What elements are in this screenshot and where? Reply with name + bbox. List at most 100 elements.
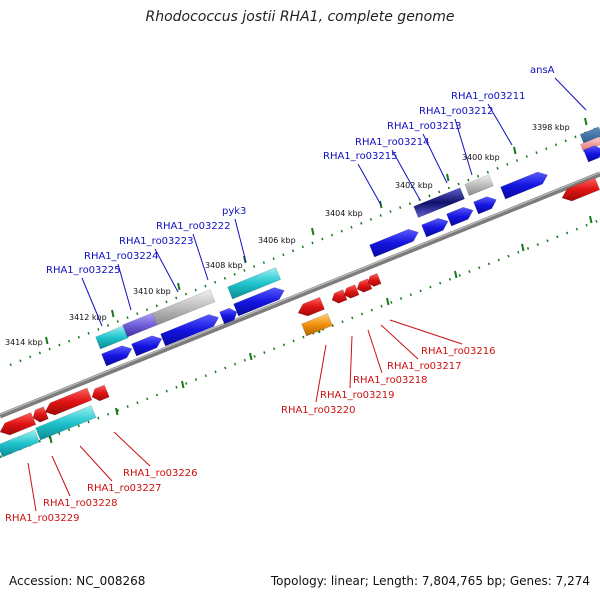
leader-line [554,77,587,111]
reverse-gene [331,289,348,304]
navy-feature [413,187,465,218]
genome-backbone-highlight [0,171,600,416]
ruler-tick-label: 3410 kbp [133,287,171,296]
ruler-tick-label: 3402 kbp [395,181,433,190]
pink-feature [580,136,600,153]
genome-summary-text: Topology: linear; Length: 7,804,765 bp; … [270,574,590,588]
leader-line [192,233,209,281]
gene-label: RHA1_ro03229 [5,513,80,524]
leader-line [315,344,327,403]
reverse-gene [0,412,37,436]
leader-line [487,103,513,146]
upper-ruler-dots [9,125,600,367]
forward-gene [369,228,419,258]
gene-label: RHA1_ro03223 [119,236,194,247]
purple-feature [122,312,158,338]
major-tick [589,215,593,224]
leader-line [367,329,383,374]
leader-line [380,324,419,360]
forward-gene [131,335,163,357]
genome-backbone [0,171,600,419]
forward-gene [446,206,474,227]
forward-gene [583,145,600,163]
leader-line [422,133,448,184]
leader-line [113,431,151,467]
major-tick [181,380,185,389]
gene-labels: ansARHA1_ro03211RHA1_ro03212RHA1_ro03213… [5,65,555,524]
leader-line [349,335,353,389]
forward-gene [101,345,133,367]
ruler-tick-label: 3414 kbp [5,338,43,347]
gene-label: RHA1_ro03225 [46,265,121,276]
major-tick [521,243,525,252]
reverse-gene [91,384,110,402]
reverse-gene [343,284,360,299]
leader-line [79,445,113,482]
gene-label: ansA [530,65,555,76]
ruler-tick-label: 3412 kbp [69,313,107,322]
forward-gene [160,314,219,347]
gene-label: RHA1_ro03220 [281,405,356,416]
major-tick [45,336,49,345]
gene-label: RHA1_ro03228 [43,498,118,509]
grey-feature [464,174,494,196]
forward-gene [219,307,238,325]
ruler-ticks: 3398 kbp 3400 kbp 3402 kbp 3404 kbp 3406 kbp… [5,117,593,444]
major-tick [111,309,115,318]
leader-line [454,118,473,176]
reverse-gene [297,296,325,317]
ruler-tick-label: 3404 kbp [325,209,363,218]
cyan-feature [227,267,281,300]
gene-label: RHA1_ro03224 [84,251,159,262]
gene-label: RHA1_ro03219 [320,390,395,401]
reverse-gene [367,273,382,287]
gene-label: RHA1_ro03227 [87,483,162,494]
gene-label: pyk3 [222,206,246,217]
leader-line [391,149,421,201]
ruler-tick-label: 3406 kbp [258,236,296,245]
major-tick [49,435,53,444]
major-tick [454,270,458,279]
leader-line [357,163,382,206]
cyan-feature [35,405,97,441]
ruler-tick-label: 3408 kbp [205,261,243,270]
major-tick [249,352,253,361]
gene-label: RHA1_ro03216 [421,346,496,357]
leader-line [117,263,132,311]
grey-feature [152,289,216,326]
ruler-tick-label: 3398 kbp [532,123,570,132]
major-tick [177,282,181,291]
major-tick [311,227,315,236]
cyan-feature [95,325,129,350]
gene-label: RHA1_ro03213 [387,121,462,132]
major-tick [584,117,588,126]
map-title: Rhodococcus jostii RHA1, complete genome [145,9,455,25]
accession-text: Accession: NC_008268 [9,574,146,588]
reverse-gene [561,177,600,202]
reverse-gene [44,387,93,416]
gene-label: RHA1_ro03217 [387,361,462,372]
leader-line [27,462,37,512]
gene-label: RHA1_ro03226 [123,468,198,479]
leader-line [389,319,463,345]
gene-label: RHA1_ro03218 [353,375,428,386]
orange-feature [301,313,333,337]
ruler-tick-label: 3400 kbp [462,153,500,162]
reverse-gene [32,406,49,423]
forward-gene [473,196,497,215]
major-tick [513,146,517,155]
leader-line [51,455,71,497]
forward-gene [233,287,285,317]
leader-line [234,218,247,263]
gene-label: RHA1_ro03215 [323,151,398,162]
steel-feature [579,126,600,144]
gene-label: RHA1_ro03214 [355,137,430,148]
gene-features [0,126,600,458]
gene-label: RHA1_ro03212 [419,106,494,117]
upper-ruler [9,125,600,367]
leader-line [81,277,103,327]
gene-label: RHA1_ro03222 [156,221,231,232]
forward-gene [500,171,548,200]
label-leaders [27,77,587,512]
